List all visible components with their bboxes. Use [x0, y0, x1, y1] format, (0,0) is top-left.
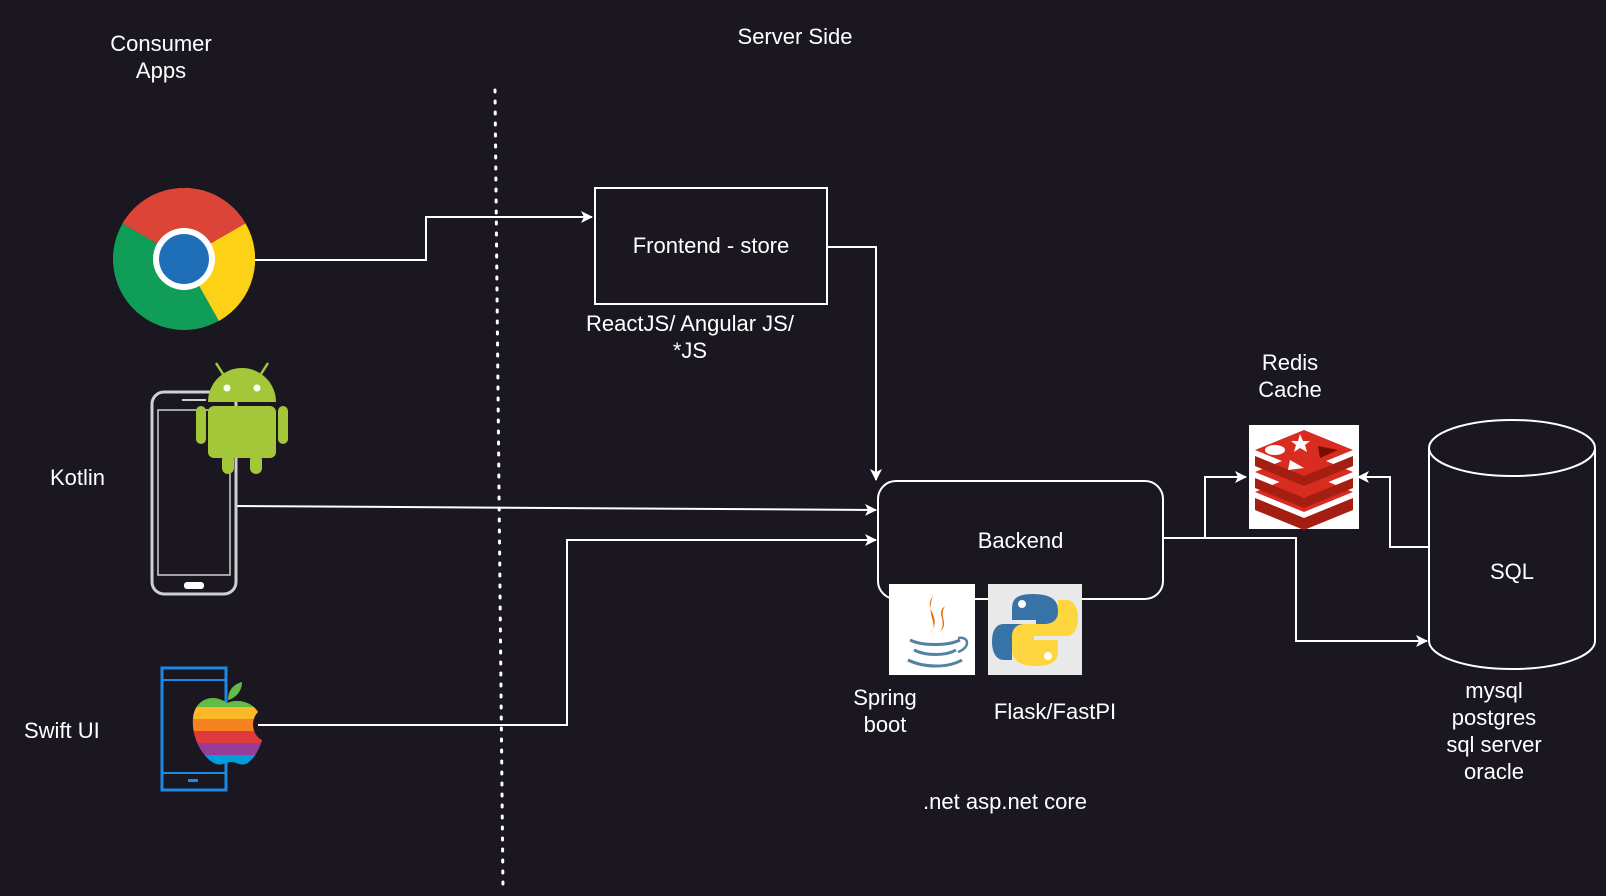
consumer-apps-label: Consumer Apps	[96, 30, 226, 84]
engine-mysql: mysql	[1465, 678, 1523, 703]
apple-icon	[192, 682, 262, 765]
arrow-frontend-to-backend	[828, 246, 882, 481]
redis-cache-line1: Redis	[1261, 350, 1319, 375]
chrome-icon	[112, 187, 256, 331]
frontend-box[interactable]	[594, 187, 828, 305]
spring-boot-label: Spring boot	[840, 684, 930, 738]
consumer-apps-line2: Apps	[135, 58, 187, 83]
kotlin-label: Kotlin	[50, 465, 106, 490]
arrow-ios-to-backend	[258, 534, 877, 726]
arrow-backend-to-redis	[1162, 471, 1247, 539]
flask-fastapi-label: Flask/FastPI	[993, 699, 1117, 724]
android-icon	[196, 362, 288, 474]
divider-line	[493, 88, 505, 892]
server-side-label: Server Side	[737, 24, 853, 49]
backend-title: Backend	[977, 528, 1064, 553]
frontend-tech-line1: ReactJS/ Angular JS/	[586, 311, 794, 336]
arrow-chrome-to-frontend	[255, 211, 593, 261]
dotnet-label: .net asp.net core	[923, 789, 1087, 814]
spring-boot-line1: Spring	[853, 685, 917, 710]
arrow-backend-to-sql	[1162, 537, 1428, 647]
frontend-tech-label: ReactJS/ Angular JS/ *JS	[560, 310, 820, 364]
redis-cache-line2: Cache	[1258, 377, 1322, 402]
engine-postgres: postgres	[1451, 705, 1537, 730]
engine-sql-server: sql server	[1446, 732, 1542, 757]
engine-oracle: oracle	[1464, 759, 1524, 784]
database-engines-label: mysql postgres sql server oracle	[1424, 677, 1564, 785]
java-icon	[889, 584, 975, 675]
consumer-apps-line1: Consumer	[110, 31, 212, 56]
spring-boot-line2: boot	[863, 712, 907, 737]
swift-ui-label: Swift UI	[24, 718, 100, 743]
python-icon	[988, 584, 1082, 675]
redis-icon[interactable]	[1249, 425, 1359, 530]
sql-title: SQL	[1489, 559, 1535, 584]
redis-cache-label: Redis Cache	[1240, 349, 1340, 403]
frontend-tech-line2: *JS	[672, 338, 708, 363]
database-icon[interactable]	[1428, 419, 1596, 670]
arrow-sql-to-redis	[1357, 471, 1428, 548]
arrow-android-to-backend	[233, 503, 877, 516]
frontend-title: Frontend - store	[632, 233, 790, 258]
